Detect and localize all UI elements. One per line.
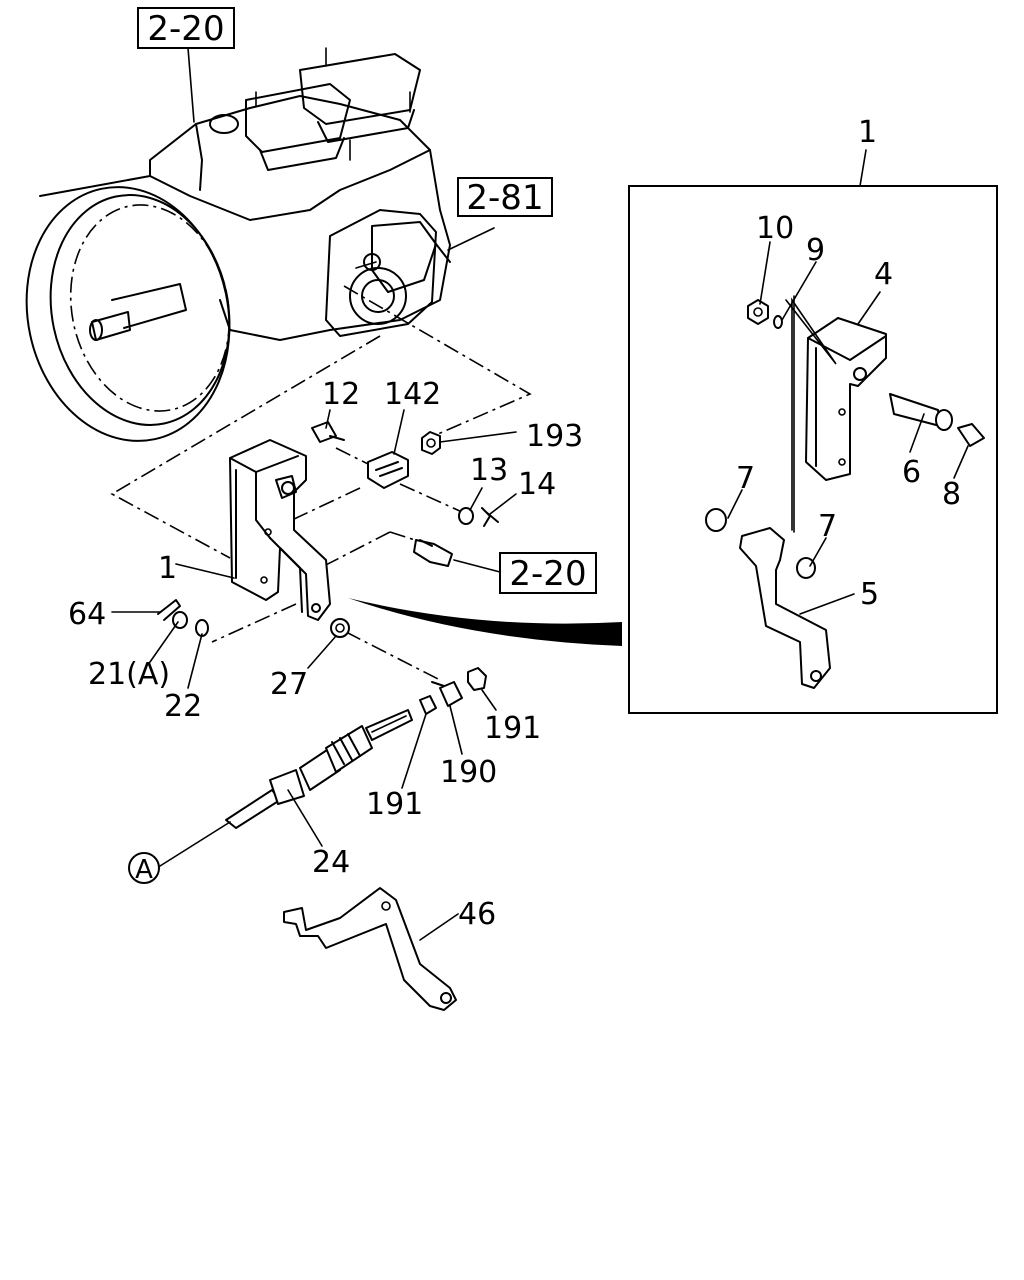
detail-callout-4: 4 bbox=[874, 257, 893, 292]
bracket-assembly bbox=[229, 439, 331, 621]
callout-14: 14 bbox=[518, 467, 556, 502]
detail-callout-5: 5 bbox=[860, 577, 879, 612]
callout-a: A bbox=[135, 855, 153, 885]
leader-lines bbox=[111, 241, 969, 941]
transmission-assembly bbox=[25, 47, 451, 442]
detail-callout-7-left: 7 bbox=[736, 461, 755, 496]
detail-callout-1: 1 bbox=[858, 115, 877, 150]
callout-13: 13 bbox=[470, 453, 508, 488]
detail-callout-8: 8 bbox=[942, 477, 961, 512]
reference-box-right[interactable]: 2-81 bbox=[457, 177, 553, 218]
lever-46 bbox=[283, 887, 457, 1011]
callout-193: 193 bbox=[526, 419, 583, 454]
callout-64: 64 bbox=[68, 597, 106, 632]
callout-21a: 21(A) bbox=[88, 657, 170, 692]
callout-24: 24 bbox=[312, 845, 350, 880]
detail-callout-9: 9 bbox=[806, 233, 825, 268]
callout-a-marker: A bbox=[128, 852, 160, 885]
reference-box-bolt[interactable]: 2-20 bbox=[499, 552, 597, 594]
callout-191-left: 191 bbox=[366, 787, 423, 822]
detail-connector bbox=[348, 598, 622, 646]
detail-callout-6: 6 bbox=[902, 455, 921, 490]
reference-label: 2-81 bbox=[466, 178, 543, 218]
callout-46: 46 bbox=[458, 897, 496, 932]
callout-190: 190 bbox=[440, 755, 497, 790]
reference-label: 2-20 bbox=[509, 554, 586, 594]
callout-27: 27 bbox=[270, 667, 308, 702]
reference-box-top[interactable]: 2-20 bbox=[137, 7, 235, 49]
callout-22: 22 bbox=[164, 689, 202, 724]
callouts: 1 12 142 193 13 14 64 21(A) 22 27 191 19… bbox=[68, 115, 961, 932]
detail-callout-10: 10 bbox=[756, 211, 794, 246]
callout-1: 1 bbox=[158, 551, 177, 586]
callout-142: 142 bbox=[384, 377, 441, 412]
control-cable bbox=[225, 709, 413, 829]
reference-label: 2-20 bbox=[147, 9, 224, 49]
callout-12: 12 bbox=[322, 377, 360, 412]
detail-box bbox=[628, 149, 998, 714]
callout-191-right: 191 bbox=[484, 711, 541, 746]
assembly-lines bbox=[110, 47, 532, 681]
detail-callout-7-right: 7 bbox=[818, 509, 837, 544]
small-parts bbox=[157, 421, 499, 715]
